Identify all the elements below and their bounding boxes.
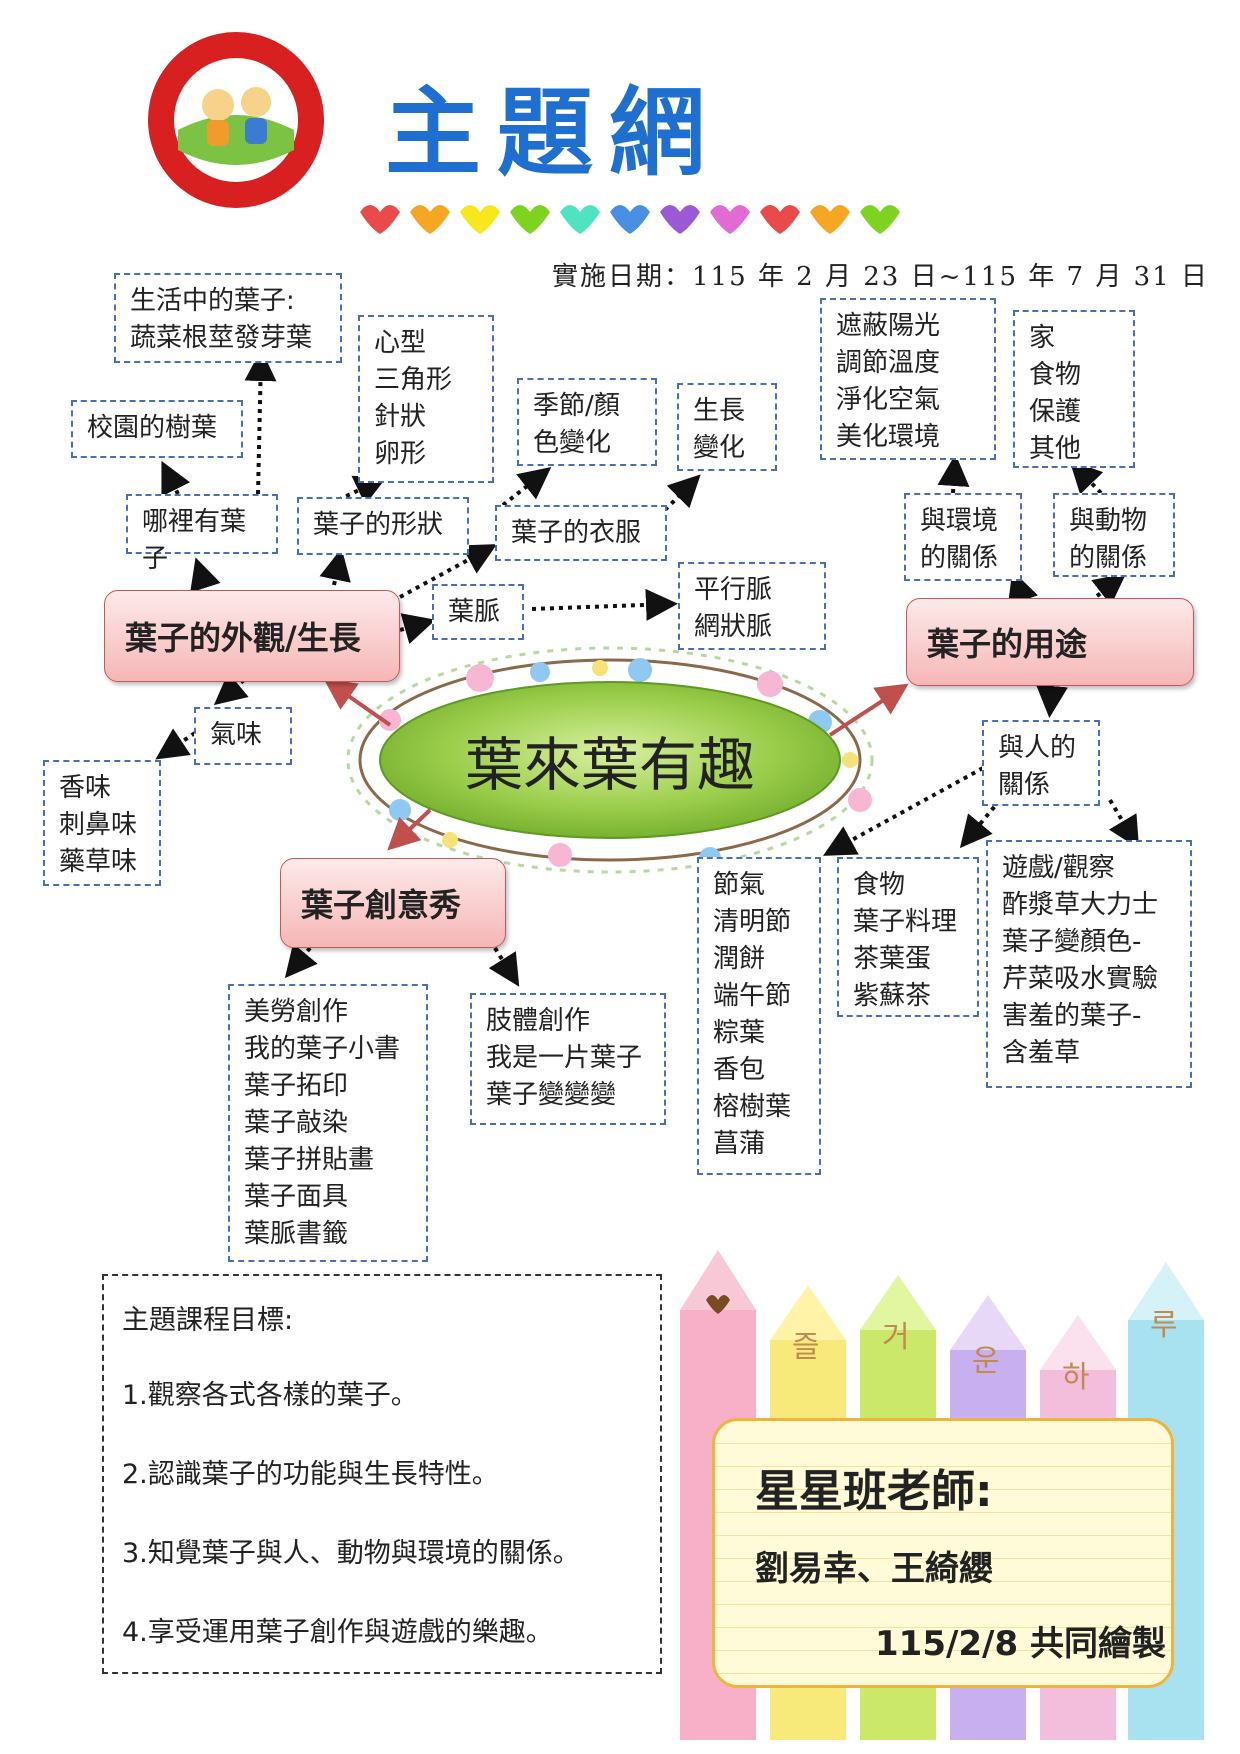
pencil-letter: 즐 <box>792 1330 820 1365</box>
teacher-names: 劉易幸、王綺纓 <box>755 1549 993 1589</box>
leaf-veins: 平行脈網狀脈 <box>678 562 826 650</box>
center-ellipse <box>379 681 841 839</box>
leaf-art: 美勞創作我的葉子小書葉子拓印葉子敲染 葉子拼貼畫葉子面具葉脈書籤 <box>228 984 428 1262</box>
school-logo <box>148 32 324 208</box>
node-clothes: 葉子的衣服 <box>495 505 667 561</box>
teacher-title: 星星班老師: <box>755 1466 993 1517</box>
goal-item: 2.認識葉子的功能與生長特性。 <box>122 1459 499 1490</box>
pencil-letter: 거 <box>882 1320 910 1355</box>
node-vein: 葉脈 <box>432 584 524 640</box>
teacher-card: 星星班老師: 劉易幸、王綺纓 115/2/8 共同繪製 <box>712 1418 1174 1688</box>
goals-heading: 主題課程目標: <box>122 1305 294 1336</box>
pencil-letter: 루 <box>1150 1308 1178 1343</box>
flower-wreath <box>346 646 874 874</box>
category-creative: 葉子創意秀 <box>280 858 506 948</box>
node-animal: 與動物的關係 <box>1053 493 1175 577</box>
node-people: 與人的關係 <box>982 720 1100 806</box>
category-arrows <box>323 678 909 851</box>
leaf-campus: 校園的樹葉 <box>71 400 243 458</box>
leaf-env-list: 遮蔽陽光調節溫度淨化空氣美化環境 <box>820 298 996 460</box>
leaf-games: 遊戲/觀察酢漿草大力士葉子變顏色- 芹菜吸水實驗害羞的葉子-含羞草 <box>986 840 1192 1088</box>
node-smell: 氣味 <box>194 707 292 765</box>
leaf-animal-list: 家食物保護其他 <box>1013 310 1135 468</box>
page-title: 主題網 <box>385 77 721 189</box>
goal-item: 1.觀察各式各樣的葉子。 <box>122 1380 418 1411</box>
node-where: 哪裡有葉子 <box>126 494 278 574</box>
pencil-letter: 하 <box>1062 1360 1090 1395</box>
pencil-letter: 운 <box>972 1344 1000 1379</box>
goal-item: 4.享受運用葉子創作與遊戲的樂趣。 <box>122 1617 553 1648</box>
node-env: 與環境的關係 <box>904 493 1022 581</box>
school-logo-area <box>148 32 324 208</box>
node-shape: 葉子的形狀 <box>297 497 469 555</box>
heart-decoration <box>360 205 900 234</box>
leaf-body: 肢體創作我是一片葉子葉子變變變 <box>470 993 666 1125</box>
leaf-smells: 香味刺鼻味藥草味 <box>43 760 161 886</box>
course-goals: 主題課程目標: 1.觀察各式各樣的葉子。 2.認識葉子的功能與生長特性。 3.知… <box>102 1274 662 1674</box>
category-appearance: 葉子的外觀/生長 <box>104 590 400 682</box>
goal-item: 3.知覺葉子與人、動物與環境的關係。 <box>122 1538 580 1569</box>
leaf-shapes: 心型三角形針狀卵形 <box>358 315 494 483</box>
implementation-date: 實施日期：115 年 2 月 23 日~115 年 7 月 31 日 <box>552 262 1209 292</box>
leaf-growth: 生長變化 <box>677 383 777 471</box>
leaf-season: 季節/顏色變化 <box>517 378 657 466</box>
category-use: 葉子的用途 <box>906 598 1194 686</box>
leaf-life: 生活中的葉子:蔬菜根莖發芽葉 <box>114 273 342 363</box>
leaf-food: 食物葉子料理茶葉蛋紫蘇茶 <box>837 857 979 1017</box>
leaf-festival: 節氣清明節潤餅端午節 粽葉香包榕樹葉菖蒲 <box>697 857 821 1175</box>
center-topic: 葉來葉有趣 <box>464 731 755 799</box>
dotted-arrows <box>155 349 1140 987</box>
made-date: 115/2/8 共同繪製 <box>875 1624 1166 1664</box>
